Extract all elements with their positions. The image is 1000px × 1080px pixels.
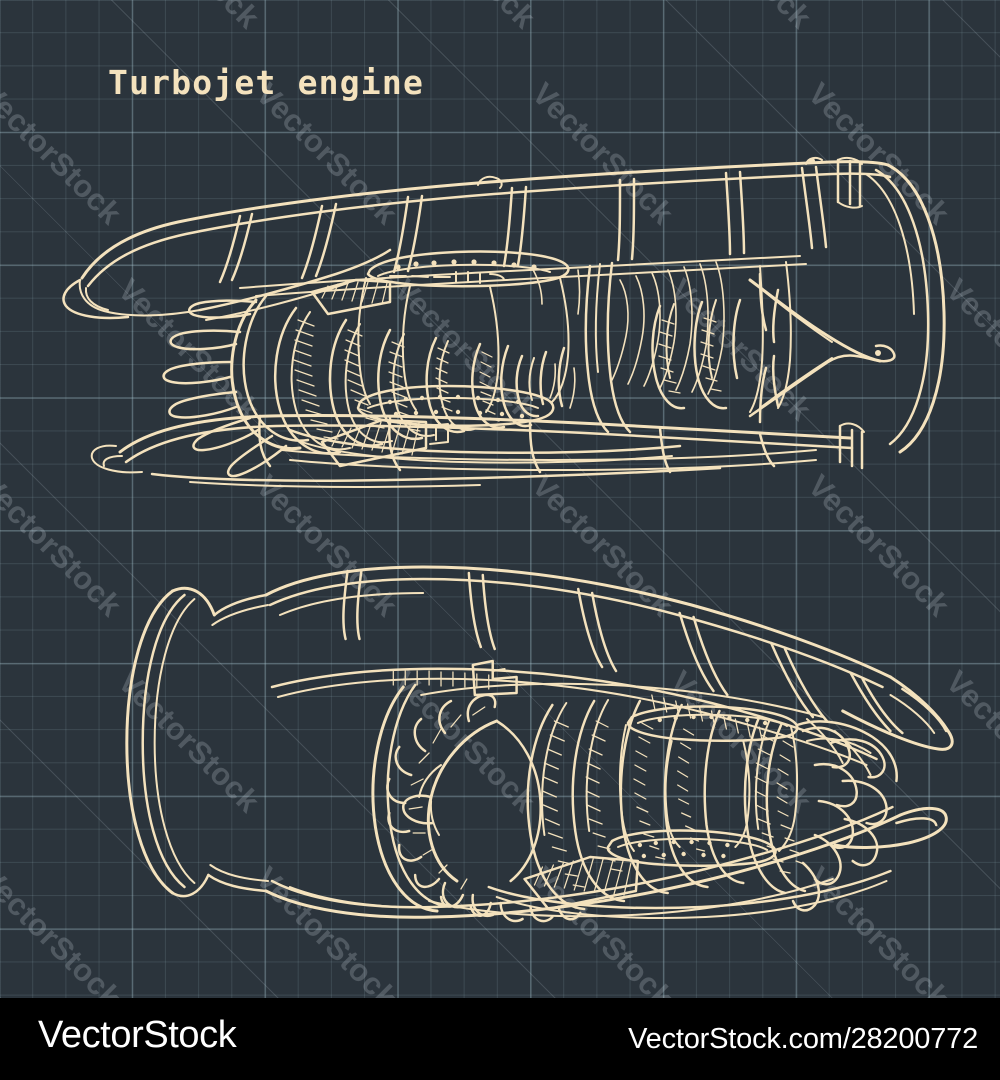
blueprint-canvas: VectorStock VectorStock VectorStock VectorS…: [0, 0, 1000, 998]
vectorstock-logo: VectorStock: [38, 1014, 237, 1056]
engine-drawing-three-quarter-view: [95, 535, 970, 925]
footer-bar: VectorStock VectorStock.com/28200772: [0, 998, 1000, 1080]
watermark-text: VectorStock: [111, 0, 266, 36]
watermark-text: VectorStock: [939, 0, 1000, 36]
vectorstock-url: VectorStock.com/28200772: [628, 1023, 978, 1055]
engine-drawing-side-view: [60, 130, 960, 490]
watermark-text: VectorStock: [663, 0, 818, 36]
page-title: Turbojet engine: [108, 63, 425, 102]
watermark-text: VectorStock: [387, 0, 542, 36]
